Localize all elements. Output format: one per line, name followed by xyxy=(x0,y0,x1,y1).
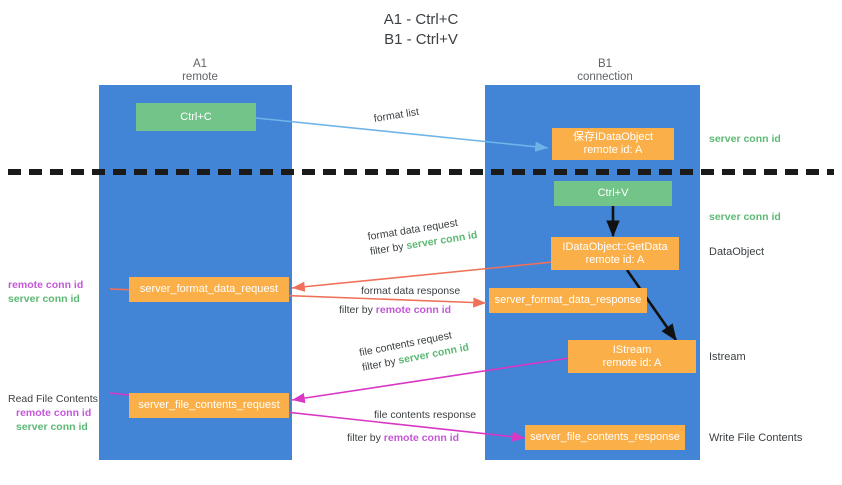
edge-label-format-data-response-text: format data response xyxy=(361,285,461,297)
edge-label-format-data-response-filter: filter by remote conn id xyxy=(339,303,460,318)
diagram-title: A1 - Ctrl+C B1 - Ctrl+V xyxy=(0,10,842,50)
node-set-idataobject[interactable]: 保存IDataObject remote id: A xyxy=(552,128,674,160)
edge-label-file-contents-request: file contents request filter by server c… xyxy=(358,326,470,376)
edge-label-file-contents-response-text: file contents response xyxy=(374,409,477,421)
node-getdata[interactable]: IDataObject::GetData remote id: A xyxy=(551,237,679,270)
annotation-remote-conn-id: remote conn id xyxy=(16,407,92,419)
node-server-file-contents-request-label: server_file_contents_request xyxy=(138,399,280,411)
node-ctrl-v-label: Ctrl+V xyxy=(597,187,629,199)
annotation-right-write-file-contents: Write File Contents xyxy=(709,432,803,444)
phase-divider xyxy=(8,169,834,175)
edge-label-file-contents-response-filter: filter by remote conn id xyxy=(347,431,476,446)
node-server-file-contents-request[interactable]: server_file_contents_request xyxy=(129,393,289,418)
lane-header-a1-sub: remote xyxy=(182,71,218,83)
lane-header-a1: A1 remote xyxy=(140,58,260,84)
title-line-2: B1 - Ctrl+V xyxy=(384,31,458,48)
node-server-format-data-response[interactable]: server_format_data_response xyxy=(489,288,647,313)
node-ctrl-c-label: Ctrl+C xyxy=(180,110,212,123)
filter-prefix: filter by xyxy=(347,432,384,444)
edge-label-format-list: format list xyxy=(373,105,420,127)
node-server-format-data-request-label: server_format_data_request xyxy=(139,283,279,295)
node-getdata-sublabel: remote id: A xyxy=(585,253,645,266)
filter-token-remote-conn-id: remote conn id xyxy=(375,304,452,316)
lane-header-b1-sub: connection xyxy=(577,71,633,83)
annotation-server-conn-id: server conn id xyxy=(16,421,88,433)
edge-label-file-contents-response: file contents response filter by remote … xyxy=(347,408,477,446)
node-istream[interactable]: IStream remote id: A xyxy=(568,340,696,373)
edge-label-format-data-request: format data request filter by server con… xyxy=(367,213,479,260)
lane-header-b1: B1 connection xyxy=(540,58,670,84)
annotation-right-server-conn-id-1: server conn id xyxy=(709,132,781,146)
node-server-format-data-request[interactable]: server_format_data_request xyxy=(129,277,289,302)
node-set-idataobject-label: 保存IDataObject xyxy=(572,131,654,143)
node-server-file-contents-response-label: server_file_contents_response xyxy=(530,431,680,443)
annotation-server-conn-id: server conn id xyxy=(8,293,80,305)
node-ctrl-v[interactable]: Ctrl+V xyxy=(554,181,672,206)
annotation-server-conn-id: server conn id xyxy=(709,133,781,145)
annotation-right-istream: Istream xyxy=(709,351,746,363)
annotation-right-server-conn-id-2: server conn id xyxy=(709,210,781,224)
annotation-server-conn-id: server conn id xyxy=(709,211,781,223)
node-istream-label: IStream xyxy=(612,343,652,356)
lane-header-a1-name: A1 xyxy=(192,58,208,70)
node-istream-sublabel: remote id: A xyxy=(602,356,662,369)
annotation-read-file-contents: Read File Contents remote conn id server… xyxy=(8,392,98,434)
annotation-conn-ids-format: remote conn id server conn id xyxy=(8,278,83,306)
filter-prefix: filter by xyxy=(339,304,376,316)
node-server-format-data-response-label: server_format_data_response xyxy=(494,294,642,306)
node-getdata-label: IDataObject::GetData xyxy=(562,240,668,253)
lane-header-b1-name: B1 xyxy=(597,58,613,70)
node-ctrl-c[interactable]: Ctrl+C xyxy=(136,103,256,131)
annotation-right-dataobject: DataObject xyxy=(709,246,765,258)
node-server-file-contents-response[interactable]: server_file_contents_response xyxy=(525,425,685,450)
edge-label-format-list-text: format list xyxy=(372,105,420,125)
annotation-read-file-contents-title: Read File Contents xyxy=(8,393,98,405)
filter-token-remote-conn-id: remote conn id xyxy=(383,432,460,444)
edge-label-format-data-response: format data response filter by remote co… xyxy=(339,284,461,318)
annotation-remote-conn-id: remote conn id xyxy=(8,279,84,291)
title-line-1: A1 - Ctrl+C xyxy=(383,11,459,28)
node-set-idataobject-sublabel: remote id: A xyxy=(583,144,643,156)
